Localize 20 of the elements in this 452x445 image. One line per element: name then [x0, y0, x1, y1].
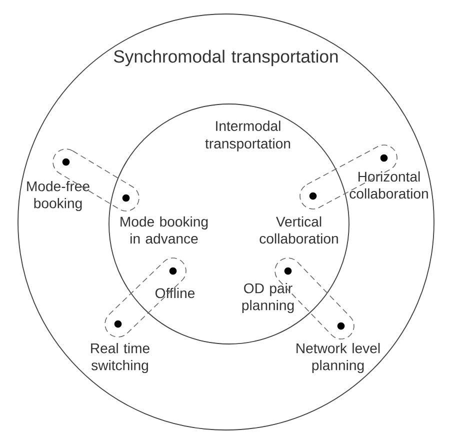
- dot: [284, 267, 292, 275]
- dot: [380, 154, 388, 162]
- dashed-capsule: [52, 148, 140, 212]
- dot-label: OD pair planning: [242, 282, 294, 314]
- dot-label: Horizontal collaboration: [350, 171, 428, 199]
- dot-label: Real time switching: [91, 342, 150, 374]
- dot-label: Mode-free booking: [27, 180, 90, 212]
- dot: [337, 322, 345, 330]
- dot-label: Offline: [155, 288, 195, 298]
- dashed-capsule: [274, 258, 354, 340]
- dot: [169, 267, 177, 275]
- dot: [62, 158, 70, 166]
- dot-label: Mode booking in advance: [120, 216, 208, 244]
- dot: [122, 194, 130, 202]
- dashed-capsule: [104, 258, 186, 338]
- dot: [114, 320, 122, 328]
- dashed-capsule: [300, 144, 398, 210]
- dot: [309, 192, 317, 200]
- dot-label: Network level planning: [296, 342, 380, 374]
- dot-label: Vertical collaboration: [260, 216, 338, 244]
